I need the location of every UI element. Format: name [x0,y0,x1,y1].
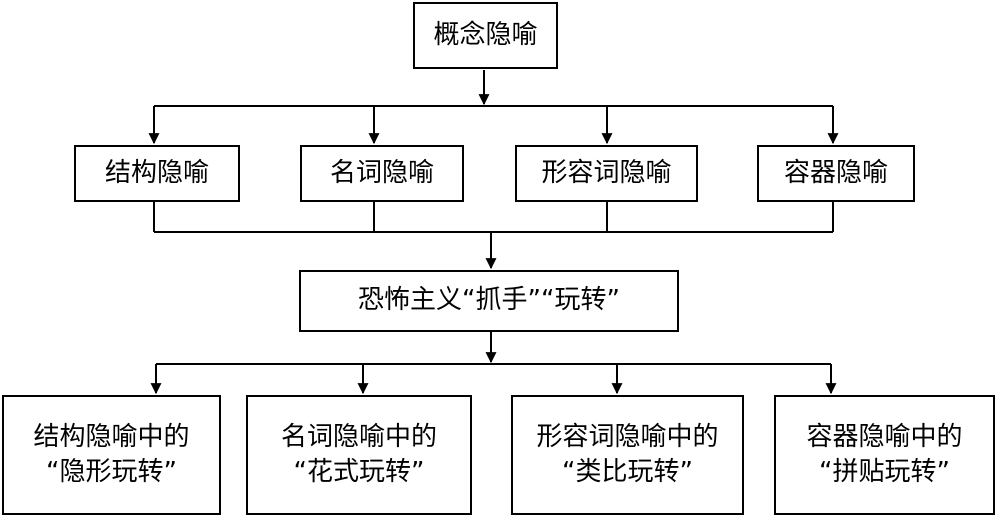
node-adjective-metaphor: 形容词隐喻 [515,145,698,202]
node-structural-detail: 结构隐喻中的 “隐形玩转” [2,395,221,515]
node-line-2: “花式玩转” [293,457,425,487]
middle-node-terrorism: 恐怖主义“抓手”“玩转” [299,270,679,332]
node-label: 形容词隐喻 [541,157,672,188]
node-line-1: 结构隐喻中的 [33,421,190,452]
node-line-1: 形容词隐喻中的 [536,421,719,452]
node-label: 名词隐喻 [329,157,434,188]
node-line-2: “隐形玩转” [46,457,177,487]
node-line-1: 名词隐喻中的 [280,421,437,452]
node-container-metaphor: 容器隐喻 [757,145,915,202]
node-line-2: “拼贴玩转” [819,457,950,487]
node-adjective-detail: 形容词隐喻中的 “类比玩转” [511,395,744,515]
node-noun-metaphor: 名词隐喻 [300,145,464,202]
node-noun-detail: 名词隐喻中的 “花式玩转” [246,395,472,515]
middle-node-label: 恐怖主义“抓手”“玩转” [358,285,620,316]
node-structural-metaphor: 结构隐喻 [74,145,240,202]
node-line-2: “类比玩转” [562,457,693,487]
root-node-label: 概念隐喻 [433,19,538,50]
node-label: 结构隐喻 [104,157,209,188]
node-label: 容器隐喻 [783,157,888,188]
node-container-detail: 容器隐喻中的 “拼贴玩转” [774,395,995,515]
node-line-1: 容器隐喻中的 [806,421,963,452]
root-node-conceptual-metaphor: 概念隐喻 [413,2,558,69]
